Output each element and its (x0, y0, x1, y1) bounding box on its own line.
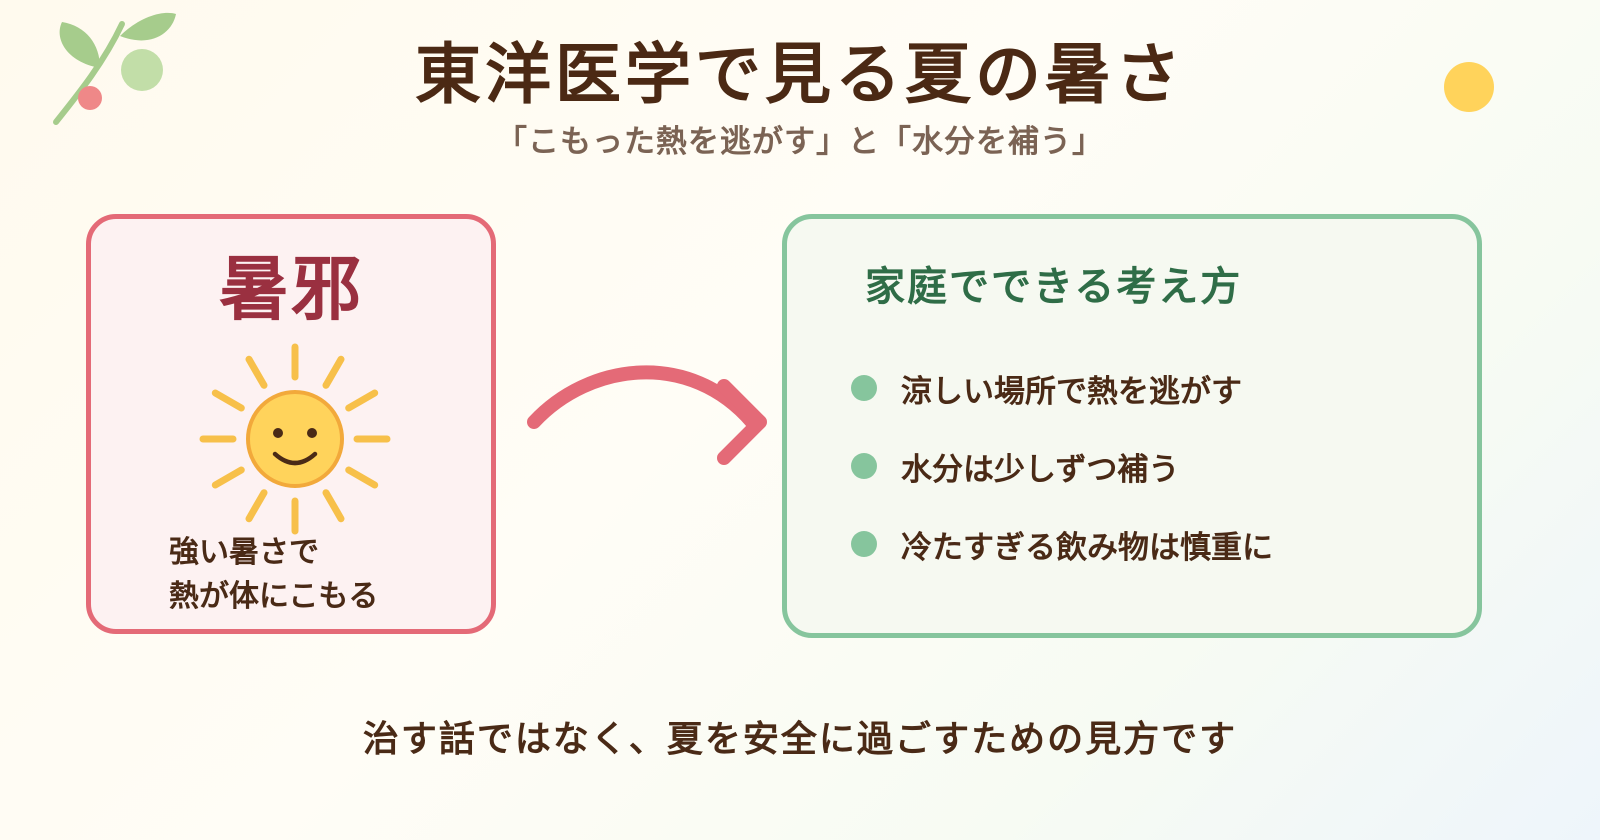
summer-heat-description: 強い暑さで 熱が体にこもる (169, 531, 378, 619)
footer-note: 治す話ではなく、夏を安全に過ごすための見方です (362, 719, 1238, 760)
summer-heat-desc-line: 強い暑さで (169, 535, 319, 570)
leaf-sprout-icon (53, 12, 176, 125)
summer-heat-desc-line: 熱が体にこもる (169, 579, 379, 614)
tip-text: 水分は少しずつ補う (901, 451, 1180, 488)
home-tips-card: 家庭でできる考え方 涼しい場所で熱を逃がす 水分は少しずつ補う 冷たすぎる飲み物… (782, 214, 1482, 638)
bullet-dot-icon (851, 375, 877, 401)
curved-arrow-icon (527, 365, 767, 465)
page-title: 東洋医学で見る夏の暑さ (415, 36, 1185, 113)
page-subtitle: 「こもった熱を逃がす」と「水分を補う」 (496, 124, 1104, 160)
summer-heat-card: 暑邪 強い暑さで 熱が体にこもる (86, 214, 496, 634)
tip-text: 冷たすぎる飲み物は慎重に (901, 529, 1273, 566)
smiling-sun-icon (199, 343, 391, 535)
tip-text: 涼しい場所で熱を逃がす (901, 373, 1242, 410)
bullet-dot-icon (851, 453, 877, 479)
summer-heat-title: 暑邪 (219, 248, 363, 330)
list-item: 涼しい場所で熱を逃がす (851, 349, 1273, 427)
yellow-dot (1444, 62, 1494, 112)
list-item: 冷たすぎる飲み物は慎重に (851, 505, 1273, 583)
home-tips-list: 涼しい場所で熱を逃がす 水分は少しずつ補う 冷たすぎる飲み物は慎重に (851, 349, 1273, 583)
bullet-dot-icon (851, 531, 877, 557)
home-tips-title: 家庭でできる考え方 (865, 264, 1243, 310)
list-item: 水分は少しずつ補う (851, 427, 1273, 505)
